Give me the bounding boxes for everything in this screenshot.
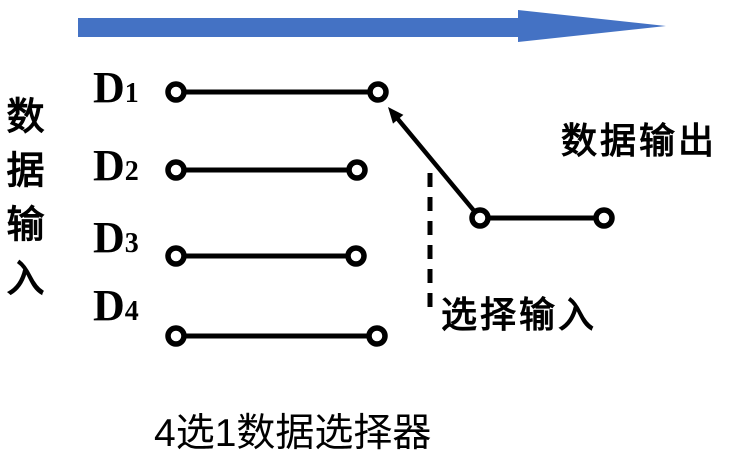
input-label-d3-subscript: 3 <box>124 228 139 259</box>
input-label-d1-subscript: 1 <box>124 78 139 109</box>
input-line-d4 <box>165 325 388 347</box>
input-line-d2 <box>165 159 368 181</box>
input-line-d1 <box>165 81 389 103</box>
input-line-d3 <box>165 245 367 267</box>
flow-direction-arrow-icon <box>78 10 666 42</box>
input-label-d4-subscript: 4 <box>124 296 139 327</box>
input-label-d4-letter: D <box>93 281 125 330</box>
output-line <box>469 207 615 229</box>
switch-arm-arrowhead-icon <box>388 107 404 124</box>
terminal-circle-d4-right <box>366 325 388 347</box>
input-label-d2-subscript: 2 <box>124 156 139 187</box>
input-label-d3: D3 <box>93 216 139 266</box>
select-input-label: 选择输入 <box>441 294 598 335</box>
input-label-d1-letter: D <box>93 63 125 112</box>
input-label-d2: D2 <box>93 144 139 194</box>
switch-arm <box>388 107 482 220</box>
data-output-label: 数据输出 <box>561 120 718 161</box>
diagram-caption: 4选1数据选择器 <box>154 412 432 455</box>
terminal-circle-d1-right <box>367 81 389 103</box>
terminal-circle-switch-pivot <box>469 207 491 229</box>
terminal-circle-d3-right <box>345 245 367 267</box>
input-label-d3-letter: D <box>93 213 125 262</box>
switch-arm-line <box>395 116 482 220</box>
terminal-circle-d4-left <box>165 325 187 347</box>
terminal-circle-d1-left <box>165 81 187 103</box>
terminal-circle-d2-right <box>346 159 368 181</box>
input-label-d4: D4 <box>93 284 139 334</box>
terminal-circle-output-right <box>593 207 615 229</box>
data-input-label: 数据输入 <box>0 96 42 312</box>
input-label-d1: D1 <box>93 66 139 116</box>
terminal-circle-d3-left <box>165 245 187 267</box>
input-label-d2-letter: D <box>93 141 125 190</box>
terminal-circle-d2-left <box>165 159 187 181</box>
